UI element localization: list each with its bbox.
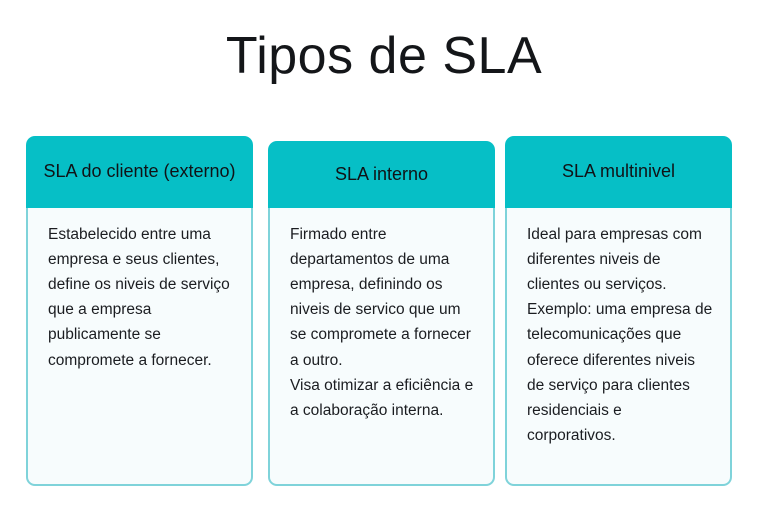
sla-card-group: SLA do cliente (externo) Estabelecido en…: [26, 136, 742, 486]
sla-card-interno: SLA interno Firmado entre departamentos …: [268, 141, 495, 486]
sla-card-header-multinivel: SLA multinivel: [505, 136, 732, 208]
page-title: Tipos de SLA: [225, 27, 543, 85]
sla-card-body-multinivel: Ideal para empresas com diferentes nivei…: [505, 208, 732, 486]
sla-card-body-interno: Firmado entre departamentos de uma empre…: [268, 208, 495, 486]
sla-card-multinivel: SLA multinivel Ideal para empresas com d…: [505, 136, 732, 486]
sla-card-body-cliente-externo: Estabelecido entre uma empresa e seus cl…: [26, 208, 253, 486]
sla-card-header-interno: SLA interno: [268, 141, 495, 208]
sla-card-cliente-externo: SLA do cliente (externo) Estabelecido en…: [26, 136, 253, 486]
sla-card-header-cliente-externo: SLA do cliente (externo): [26, 136, 253, 208]
